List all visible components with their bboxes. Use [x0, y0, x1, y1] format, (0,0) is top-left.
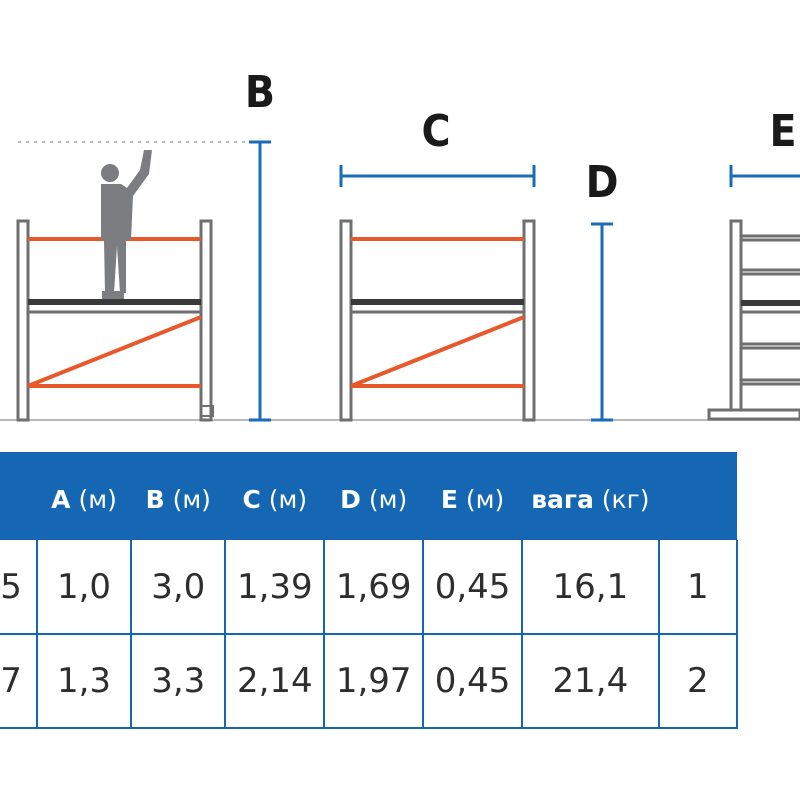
cell-c: 2,14: [225, 634, 326, 729]
cell-a: 1,3: [36, 634, 133, 729]
cell-a: 1,0: [36, 540, 133, 635]
cell-e: 0,45: [423, 634, 524, 729]
dimension-label-c: C: [421, 106, 450, 157]
table-row: 05 1,0 3,0 1,39 1,69 0,45 16,1 1: [0, 540, 739, 635]
table-row: 07 1,3 3,3 2,14 1,97 0,45 21,4 2: [0, 634, 739, 729]
cell-d: 1,97: [324, 634, 425, 729]
header-d: D (м): [340, 484, 408, 514]
cell-model: 07: [0, 634, 38, 729]
cell-extra: 1: [658, 540, 739, 635]
cell-b: 3,0: [131, 540, 227, 635]
specs-table-container: A (м) B (м) C (м) D (м) E (м) вага (кг) …: [0, 452, 800, 800]
folded-scaffold-icon: [707, 219, 800, 421]
scaffold-icon: [339, 219, 536, 422]
dimension-d: D: [586, 157, 619, 422]
cell-b: 3,3: [131, 634, 227, 729]
dimension-label-b: B: [245, 67, 275, 118]
cell-e: 0,45: [423, 540, 524, 635]
cell-model: 05: [0, 540, 38, 635]
header-a: A (м): [51, 484, 117, 514]
cell-weight: 16,1: [522, 540, 660, 635]
header-e: E (м): [440, 484, 505, 514]
dimension-label-e: E: [769, 106, 796, 157]
scaffold-diagram: B C D: [0, 67, 800, 422]
specs-table: A (м) B (м) C (м) D (м) E (м) вага (кг) …: [0, 452, 739, 729]
dimension-b: B: [245, 67, 275, 422]
dimension-c: C: [339, 106, 536, 187]
cell-d: 1,69: [324, 540, 425, 635]
header-b: B (м): [145, 484, 211, 514]
header-c: C (м): [242, 484, 308, 514]
header-extra: [659, 452, 737, 540]
header-model: [0, 452, 37, 540]
cell-weight: 21,4: [522, 634, 660, 729]
header-weight: вага (кг): [531, 484, 650, 514]
person-icon: [101, 150, 152, 299]
cell-extra: 2: [658, 634, 739, 729]
dimension-e: E: [729, 106, 800, 187]
dimension-label-d: D: [586, 157, 619, 208]
cell-c: 1,39: [225, 540, 326, 635]
table-header-row: A (м) B (м) C (м) D (м) E (м) вага (кг): [0, 452, 737, 540]
